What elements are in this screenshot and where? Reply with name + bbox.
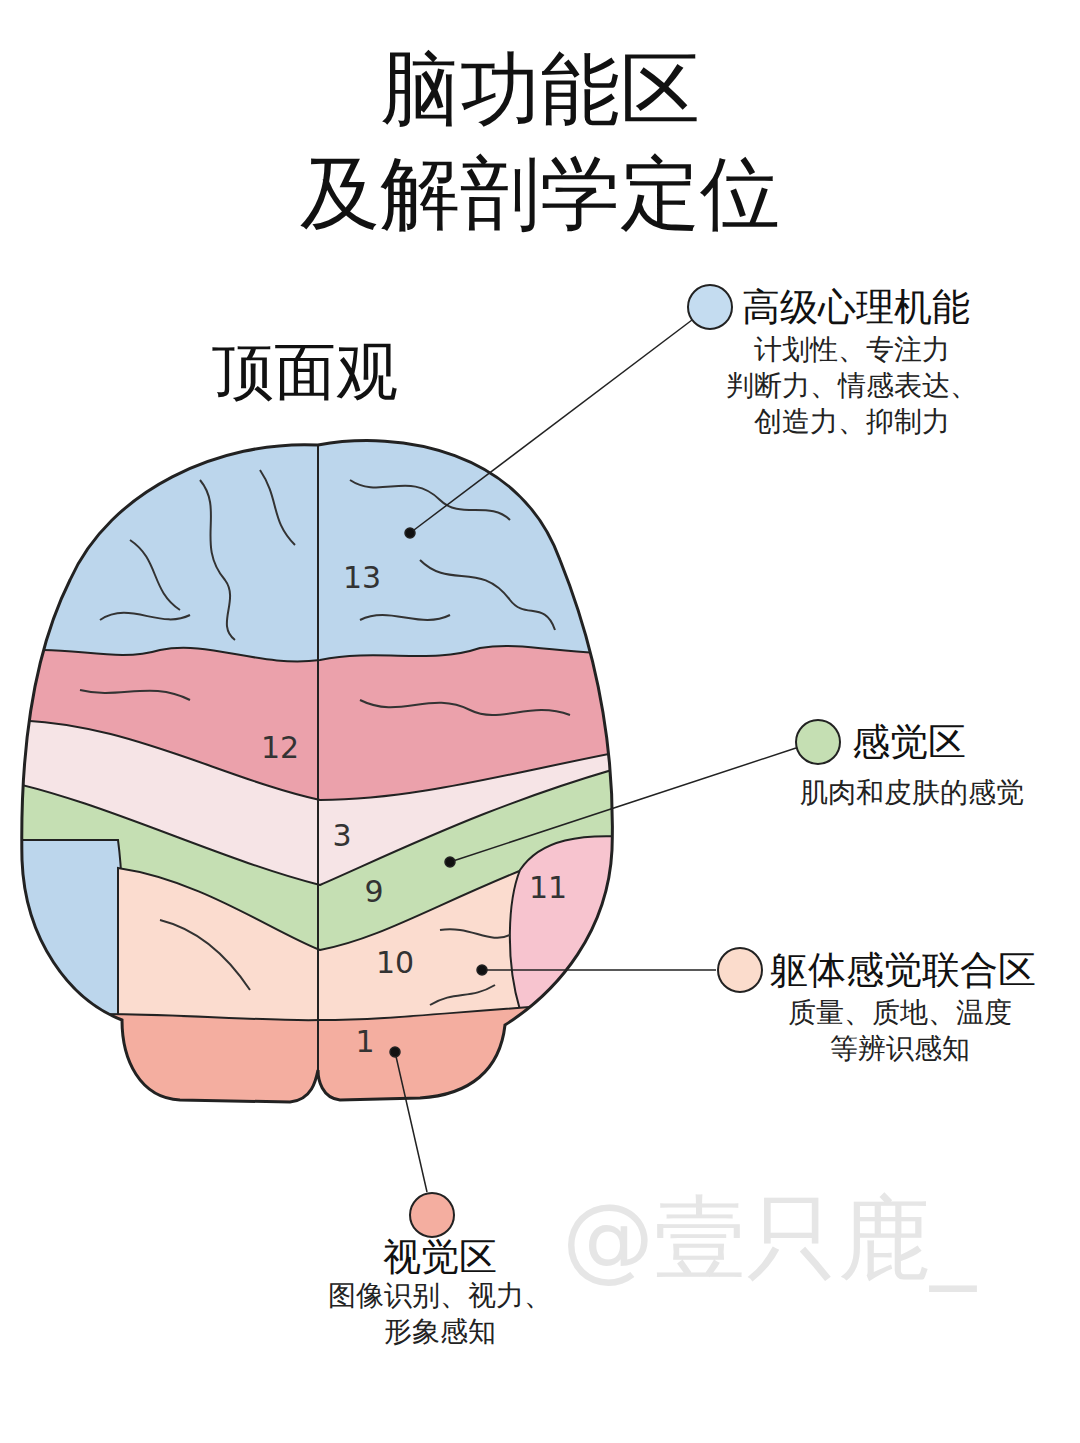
callout-body: 质量、质地、温度 等辨识感知 <box>760 995 1040 1067</box>
callout-number: 11 <box>529 873 567 903</box>
region-eleven <box>510 836 640 1010</box>
callout-number: 3 <box>332 821 351 851</box>
association-region <box>118 828 640 1200</box>
gyrus-line <box>430 985 495 1005</box>
watermark: @壹只鹿_ <box>562 1188 976 1289</box>
gyrus-line <box>200 480 235 640</box>
leader-line <box>410 320 692 533</box>
callout-node: 高级心理机能计划性、专注力 判断力、情感表达、 创造力、抑制力 <box>680 280 1010 450</box>
visual-region <box>0 1000 640 1200</box>
brain-regions <box>0 400 640 1200</box>
callout-body: 计划性、专注力 判断力、情感表达、 创造力、抑制力 <box>712 332 992 440</box>
callout-circle <box>718 948 762 992</box>
gyrus-line <box>350 480 510 520</box>
callout-circle <box>688 285 732 329</box>
gyrus-line <box>260 470 295 545</box>
callout-number: 9 <box>364 877 383 907</box>
gyrus-line <box>360 615 450 620</box>
callout-body: 图像识别、视力、 形象感知 <box>300 1278 580 1350</box>
gyrus-line <box>130 540 180 610</box>
gyri <box>80 470 570 1005</box>
callout-node: 躯体感觉联合区质量、质地、温度 等辨识感知 <box>712 943 1076 1073</box>
frontal-region <box>0 400 640 1200</box>
leader-dot <box>390 1047 400 1057</box>
temporal-strip <box>0 840 125 1032</box>
gyrus-line <box>80 690 190 700</box>
title: 脑功能区 及解剖学定位 <box>290 38 790 246</box>
leader-line <box>482 969 716 971</box>
leader-line <box>395 1052 427 1192</box>
callout-number: 10 <box>376 948 414 978</box>
gyrus-line <box>360 700 570 715</box>
callout-circle <box>796 720 840 764</box>
callout-number: 12 <box>261 733 299 763</box>
callout-circle <box>410 1193 454 1237</box>
brain-outline <box>22 441 613 1102</box>
callout-node: 感觉区肌肉和皮肤的感觉 <box>790 715 1070 825</box>
view-label: 顶面观 <box>212 338 398 406</box>
callout-node: 视觉区图像识别、视力、 形象感知 <box>300 1190 584 1365</box>
callout-heading: 高级心理机能 <box>742 284 970 330</box>
gyrus-line <box>160 920 250 990</box>
leaders <box>390 320 796 1192</box>
callout-number: 1 <box>355 1027 374 1057</box>
leader-dot <box>477 965 487 975</box>
leader-line <box>450 748 796 862</box>
gyrus-line <box>100 613 190 620</box>
callout-heading: 视觉区 <box>383 1234 497 1280</box>
callout-heading: 感觉区 <box>852 719 966 765</box>
callout-number: 13 <box>343 563 381 593</box>
callout-heading: 躯体感觉联合区 <box>770 947 1036 993</box>
midline <box>317 440 319 1105</box>
gyrus-line <box>440 929 510 938</box>
callout-body: 肌肉和皮肤的感觉 <box>772 775 1052 811</box>
leader-dot <box>405 528 415 538</box>
leader-dot <box>445 857 455 867</box>
